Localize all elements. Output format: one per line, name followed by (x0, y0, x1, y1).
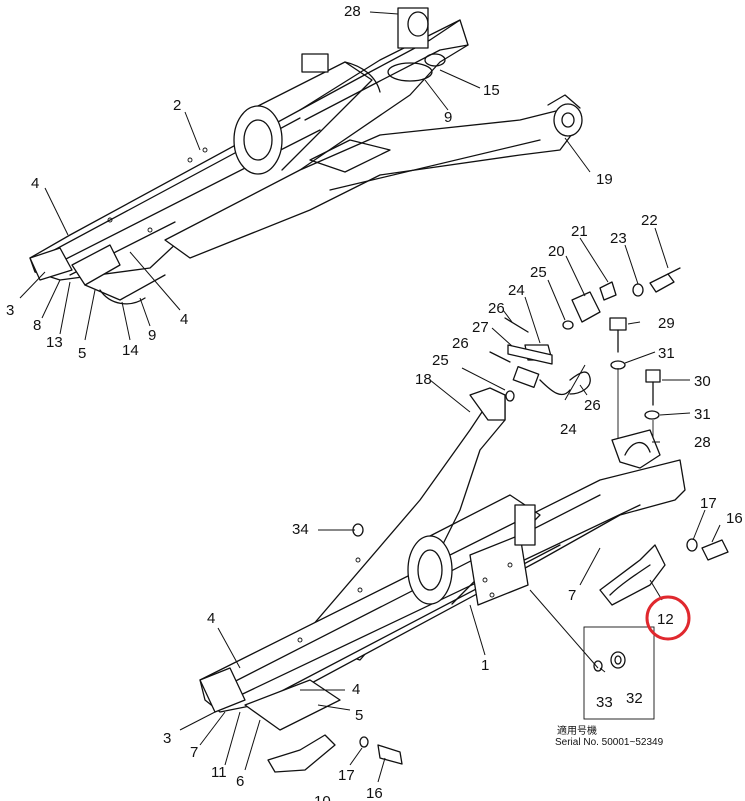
upper-leaders (19, 11, 591, 341)
highlight-ring (645, 595, 691, 641)
callout-5-lower: 5 (355, 707, 363, 724)
callout-25-bottom: 25 (432, 352, 449, 369)
callout-15: 15 (483, 82, 500, 99)
callout-14: 14 (122, 342, 139, 359)
callout-31-bottom: 31 (694, 406, 711, 423)
callout-16-lower: 16 (366, 785, 383, 801)
callout-26-mid: 26 (452, 335, 469, 352)
callout-30: 30 (694, 373, 711, 390)
callout-17-lower: 17 (338, 767, 355, 784)
callout-17-right: 17 (700, 495, 717, 512)
callout-6: 6 (236, 773, 244, 790)
callout-4-upper-left: 4 (31, 175, 39, 192)
callout-33: 33 (596, 694, 613, 711)
upper-track-frame (29, 7, 583, 305)
callout-24-bottom: 24 (560, 421, 577, 438)
callout-32: 32 (626, 690, 643, 707)
serial-note-jp: 適用号機 (557, 724, 597, 737)
callout-9-top: 9 (444, 109, 452, 126)
callout-29: 29 (658, 315, 675, 332)
callout-27: 27 (472, 319, 489, 336)
callout-22: 22 (641, 212, 658, 229)
callout-23: 23 (610, 230, 627, 247)
lower-track-frame (199, 387, 686, 773)
callout-3-upper: 3 (6, 302, 14, 319)
callout-18: 18 (415, 371, 432, 388)
callout-7-lower: 7 (190, 744, 198, 761)
callout-25-top: 25 (530, 264, 547, 281)
callout-19: 19 (596, 171, 613, 188)
callout-12: 12 (657, 611, 674, 628)
fastener-parts (461, 227, 691, 440)
lower-fasteners (352, 523, 729, 765)
callout-7-right: 7 (568, 587, 576, 604)
callout-9-upper: 9 (148, 327, 156, 344)
callout-3-lower: 3 (163, 730, 171, 747)
callout-20: 20 (548, 243, 565, 260)
serial-note-range: Serial No. 50001~52349 (555, 737, 664, 748)
callout-28-lower: 28 (694, 434, 711, 451)
callout-26-right: 26 (584, 397, 601, 414)
callout-31-top: 31 (658, 345, 675, 362)
callout-1: 1 (481, 657, 489, 674)
callout-8: 8 (33, 317, 41, 334)
serial-note: 適用号機 Serial No. 50001~52349 (555, 724, 664, 748)
callout-10: 10 (314, 793, 331, 801)
callout-4-upper-right: 4 (180, 311, 188, 328)
callout-4-lower-mid: 4 (352, 681, 360, 698)
callout-5-upper: 5 (78, 345, 86, 362)
lower-leaders (179, 379, 721, 783)
callout-11: 11 (211, 764, 227, 781)
callout-labels: 28 15 9 2 19 4 3 8 13 5 14 9 4 21 22 20 … (6, 3, 743, 801)
callout-24-top: 24 (508, 282, 525, 299)
callout-28-top: 28 (344, 3, 361, 20)
callout-16-right: 16 (726, 510, 743, 527)
callout-2: 2 (173, 97, 181, 114)
callout-4-lower-left: 4 (207, 610, 215, 627)
callout-21: 21 (571, 223, 588, 240)
callout-26-top: 26 (488, 300, 505, 317)
callout-34: 34 (292, 521, 309, 538)
callout-13: 13 (46, 334, 63, 351)
